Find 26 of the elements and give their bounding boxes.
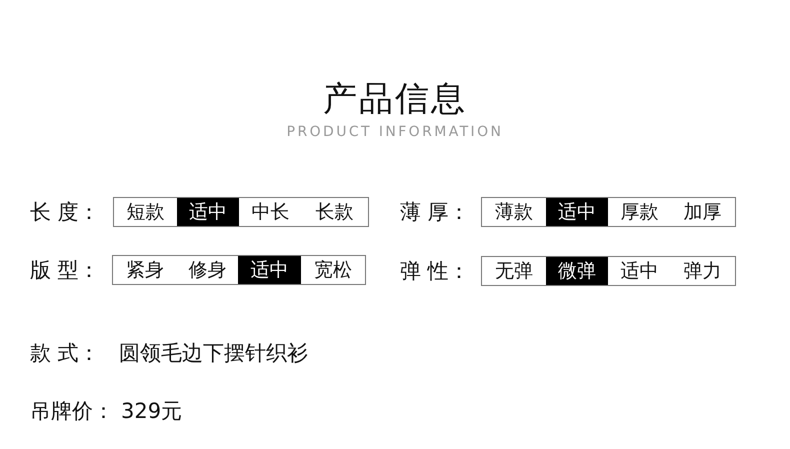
option: 宽松 xyxy=(300,256,365,284)
subtitle: PRODUCT INFORMATION xyxy=(286,124,504,140)
title: 产品信息 xyxy=(322,78,468,121)
field-label: 弹 性： xyxy=(400,258,470,285)
option: 加厚 xyxy=(670,198,735,226)
field-label: 薄 厚： xyxy=(400,199,470,226)
option: 无弹 xyxy=(482,257,546,285)
option: 修身 xyxy=(176,256,238,284)
field-label: 吊牌价： xyxy=(30,398,114,425)
field-label: 版 型： xyxy=(30,257,100,284)
option: 短款 xyxy=(114,198,176,226)
option: 厚款 xyxy=(608,198,670,226)
option: 薄款 xyxy=(482,198,546,226)
option: 适中 xyxy=(608,257,670,285)
field-label: 长 度： xyxy=(30,199,100,226)
option: 弹力 xyxy=(670,257,735,285)
selected-option: 微弹 xyxy=(546,257,608,285)
selected-option: 适中 xyxy=(176,198,239,226)
field-value: 圆领毛边下摆针织衫 xyxy=(119,340,308,367)
option: 长款 xyxy=(302,198,368,226)
selected-option: 适中 xyxy=(238,256,301,284)
option: 中长 xyxy=(239,198,302,226)
field-value: 329元 xyxy=(121,398,182,425)
option: 紧身 xyxy=(113,256,176,284)
selected-option: 适中 xyxy=(546,198,608,226)
field-label: 款 式： xyxy=(30,340,100,367)
